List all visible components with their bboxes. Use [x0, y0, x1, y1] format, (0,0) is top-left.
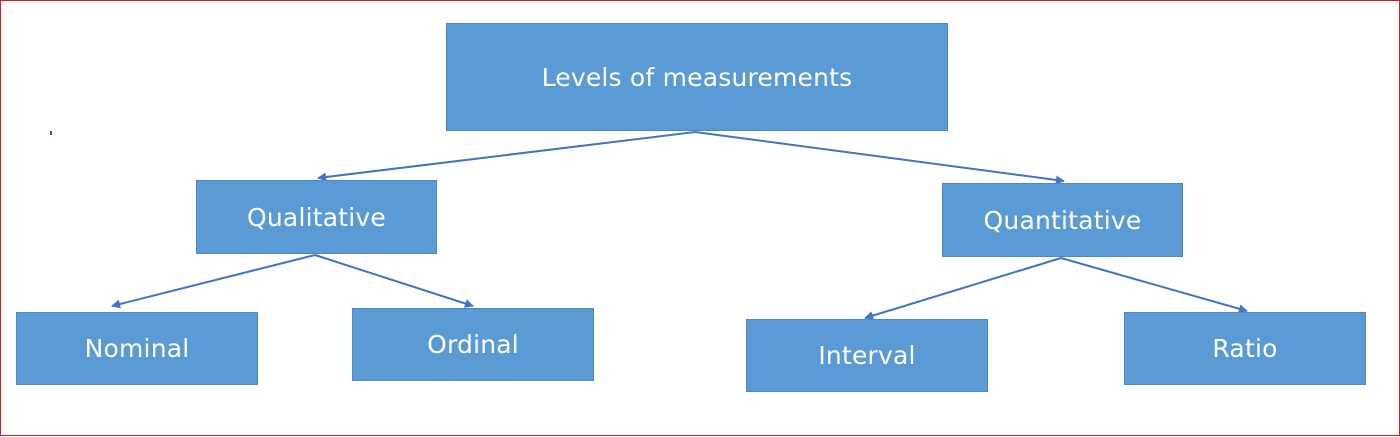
node-ratio: Ratio: [1124, 312, 1366, 385]
arrow-qualitative-to-nominal: [111, 254, 316, 309]
node-label: Qualitative: [247, 202, 386, 232]
arrow-root-to-qualitative: [317, 131, 696, 182]
node-label: Nominal: [84, 334, 190, 363]
node-label: Levels of measurements: [541, 62, 853, 92]
node-nominal: Nominal: [16, 312, 258, 385]
node-interval: Interval: [746, 319, 988, 392]
node-label: Interval: [818, 341, 916, 370]
node-label: Ratio: [1212, 334, 1278, 363]
arrow-root-to-quantitative: [694, 131, 1065, 185]
arrow-qualitative-to-ordinal: [314, 254, 474, 308]
arrow-quantitative-to-interval: [864, 257, 1062, 320]
stray-mark: [50, 131, 52, 135]
node-label: Ordinal: [427, 330, 519, 359]
node-qualitative: Qualitative: [196, 180, 437, 254]
arrow-quantitative-to-ratio: [1060, 257, 1248, 314]
node-quantitative: Quantitative: [942, 183, 1183, 257]
node-levels-of-measurements: Levels of measurements: [446, 23, 948, 131]
node-label: Quantitative: [983, 205, 1142, 235]
node-ordinal: Ordinal: [352, 308, 594, 381]
